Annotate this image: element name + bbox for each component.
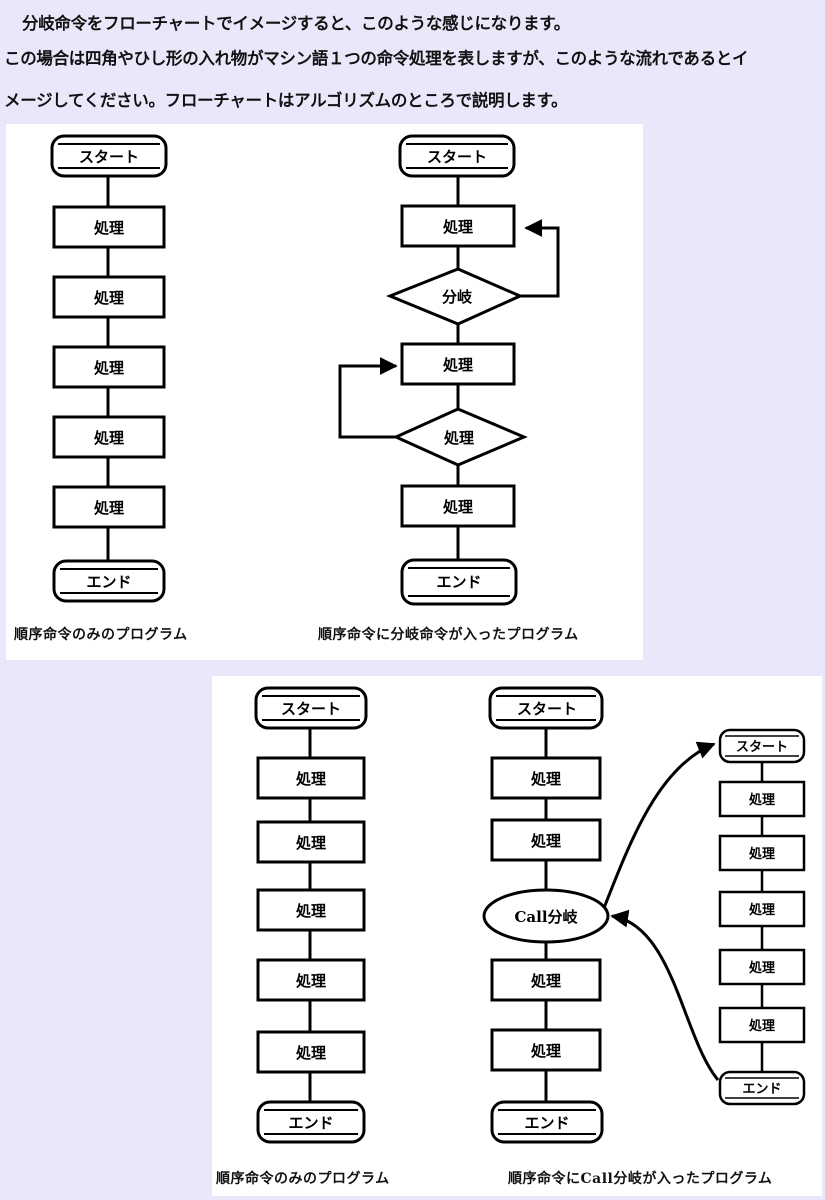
process-box: 処理 <box>52 485 166 529</box>
caption-sequential-only: 順序命令のみのプログラム <box>14 627 188 643</box>
process-label: 処理 <box>530 972 561 990</box>
terminal-end: エンド <box>52 559 166 603</box>
intro-line-3: メージしてください。フローチャートはアルゴリズムのところで説明します。 <box>4 91 568 110</box>
process-box: 処理 <box>718 1006 806 1044</box>
process-label: 処理 <box>748 1018 775 1034</box>
start-label: スタート <box>281 700 341 718</box>
process-box: 処理 <box>718 780 806 818</box>
caption-sequential-only-2: 順序命令のみのプログラム <box>216 1171 390 1187</box>
loop-arrow-left <box>338 357 398 439</box>
flowchart-sequential-2: スタート 処理 処理 処理 処理 処理 <box>254 686 368 1144</box>
process-box: 処理 <box>400 204 516 248</box>
terminal-end: エンド <box>718 1070 806 1106</box>
process-box: 処理 <box>256 958 366 1002</box>
process-box: 処理 <box>256 820 366 864</box>
start-label: スタート <box>79 148 139 166</box>
flowchart-with-branch: スタート 処理 分岐 処理 処理 処理 <box>338 134 560 606</box>
process-box: 処理 <box>52 415 166 459</box>
process-label: 処理 <box>295 972 326 990</box>
start-label: スタート <box>517 700 577 718</box>
process-box: 処理 <box>718 890 806 928</box>
terminal-start: スタート <box>398 134 516 178</box>
end-label: エンド <box>742 1082 781 1097</box>
process-label: 処理 <box>530 1042 561 1060</box>
intro-line-1: 分岐命令をフローチャートでイメージすると、このような感じになります。 <box>22 14 570 33</box>
decision-diamond: 処理 <box>392 407 528 467</box>
process-box: 処理 <box>256 888 366 932</box>
process-label: 処理 <box>748 792 775 808</box>
process-box: 処理 <box>490 818 602 862</box>
process-box: 処理 <box>490 756 602 800</box>
caption-with-branch: 順序命令に分岐命令が入ったプログラム <box>318 627 579 643</box>
process-box: 処理 <box>400 342 516 386</box>
process-label: 処理 <box>295 770 326 788</box>
process-box: 処理 <box>52 275 166 319</box>
call-ellipse: Call分岐 <box>482 888 610 944</box>
terminal-start: スタート <box>718 728 806 764</box>
process-label: 処理 <box>295 834 326 852</box>
terminal-end: エンド <box>256 1100 366 1144</box>
process-label: 処理 <box>93 219 124 237</box>
process-label: 処理 <box>530 832 561 850</box>
process-label: 処理 <box>442 356 473 374</box>
process-box: 処理 <box>52 205 166 249</box>
call-branch-label: Call分岐 <box>514 908 578 926</box>
process-label: 処理 <box>530 770 561 788</box>
process-label: 処理 <box>442 498 473 516</box>
process-label: 処理 <box>748 902 775 918</box>
process-box: 処理 <box>490 1028 602 1072</box>
flowchart-sequential: スタート 処理 処理 処理 処理 処理 <box>50 134 168 603</box>
process-box: 処理 <box>256 756 366 800</box>
terminal-start: スタート <box>488 686 604 730</box>
process-label: 処理 <box>443 429 474 447</box>
flowchart-svg-bottom: スタート 処理 処理 処理 処理 処理 <box>254 686 806 1144</box>
process-label: 処理 <box>748 846 775 862</box>
end-label: エンド <box>86 573 131 591</box>
branch-label: 分岐 <box>442 288 473 306</box>
process-box: 処理 <box>256 1030 366 1074</box>
loop-arrow-right <box>518 219 560 298</box>
process-label: 処理 <box>295 902 326 920</box>
process-label: 処理 <box>93 359 124 377</box>
flowchart-panel-bottom: スタート 処理 処理 処理 処理 処理 <box>212 676 822 1196</box>
process-label: 処理 <box>93 289 124 307</box>
terminal-start: スタート <box>50 134 168 178</box>
end-label: エンド <box>436 573 481 591</box>
start-label: スタート <box>427 148 487 166</box>
return-arrow <box>610 909 720 1081</box>
process-box: 処理 <box>490 958 602 1002</box>
process-label: 処理 <box>442 218 473 236</box>
flowchart-with-call: スタート 処理 処理 Call分岐 処理 処理 <box>482 686 610 1144</box>
call-arrow <box>602 741 716 909</box>
flowchart-subroutine: スタート 処理 処理 処理 処理 処理 <box>718 728 806 1106</box>
flowchart-panel-top: スタート 処理 処理 処理 処理 処理 <box>6 124 643 660</box>
process-box: 処理 <box>52 345 166 389</box>
process-box: 処理 <box>400 484 516 528</box>
terminal-end: エンド <box>400 558 518 606</box>
intro-line-2: この場合は四角やひし形の入れ物がマシン語１つの命令処理を表しますが、このような流… <box>4 49 749 68</box>
terminal-end: エンド <box>490 1100 604 1144</box>
decision-diamond: 分岐 <box>385 267 524 326</box>
process-label: 処理 <box>748 960 775 976</box>
terminal-start: スタート <box>254 686 368 730</box>
process-label: 処理 <box>295 1044 326 1062</box>
process-label: 処理 <box>93 429 124 447</box>
end-label: エンド <box>524 1114 569 1132</box>
end-label: エンド <box>288 1114 333 1132</box>
flowchart-svg-top: スタート 処理 処理 処理 処理 処理 <box>50 134 560 606</box>
start-label: スタート <box>736 740 788 755</box>
process-label: 処理 <box>93 499 124 517</box>
process-box: 処理 <box>718 948 806 986</box>
caption-with-call: 順序命令にCall分岐が入ったプログラム <box>508 1171 773 1187</box>
process-box: 処理 <box>718 834 806 872</box>
